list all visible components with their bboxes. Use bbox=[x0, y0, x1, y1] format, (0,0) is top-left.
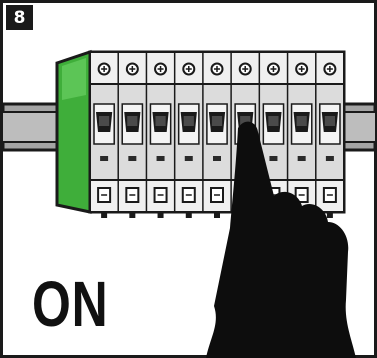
green-side-panel bbox=[57, 52, 90, 212]
status-indicator bbox=[185, 156, 193, 161]
status-indicator bbox=[298, 156, 306, 161]
breaker-toggle-icon bbox=[265, 112, 281, 132]
breaker-toggle-icon bbox=[96, 112, 112, 132]
status-indicator bbox=[326, 156, 334, 161]
breaker-toggle-icon bbox=[152, 112, 168, 132]
breaker-toggle-icon bbox=[209, 112, 225, 132]
status-indicator bbox=[157, 156, 165, 161]
breaker-toggle-icon bbox=[181, 112, 197, 132]
breaker-toggle-icon bbox=[294, 112, 310, 132]
status-indicator bbox=[213, 156, 221, 161]
status-indicator bbox=[128, 156, 136, 161]
step-number-badge: 8 bbox=[6, 5, 33, 30]
status-indicator bbox=[100, 156, 108, 161]
breaker-toggle-icon bbox=[322, 112, 338, 132]
breaker-toggle-icon bbox=[124, 112, 140, 132]
status-indicator bbox=[269, 156, 277, 161]
state-label: ON bbox=[32, 272, 108, 336]
